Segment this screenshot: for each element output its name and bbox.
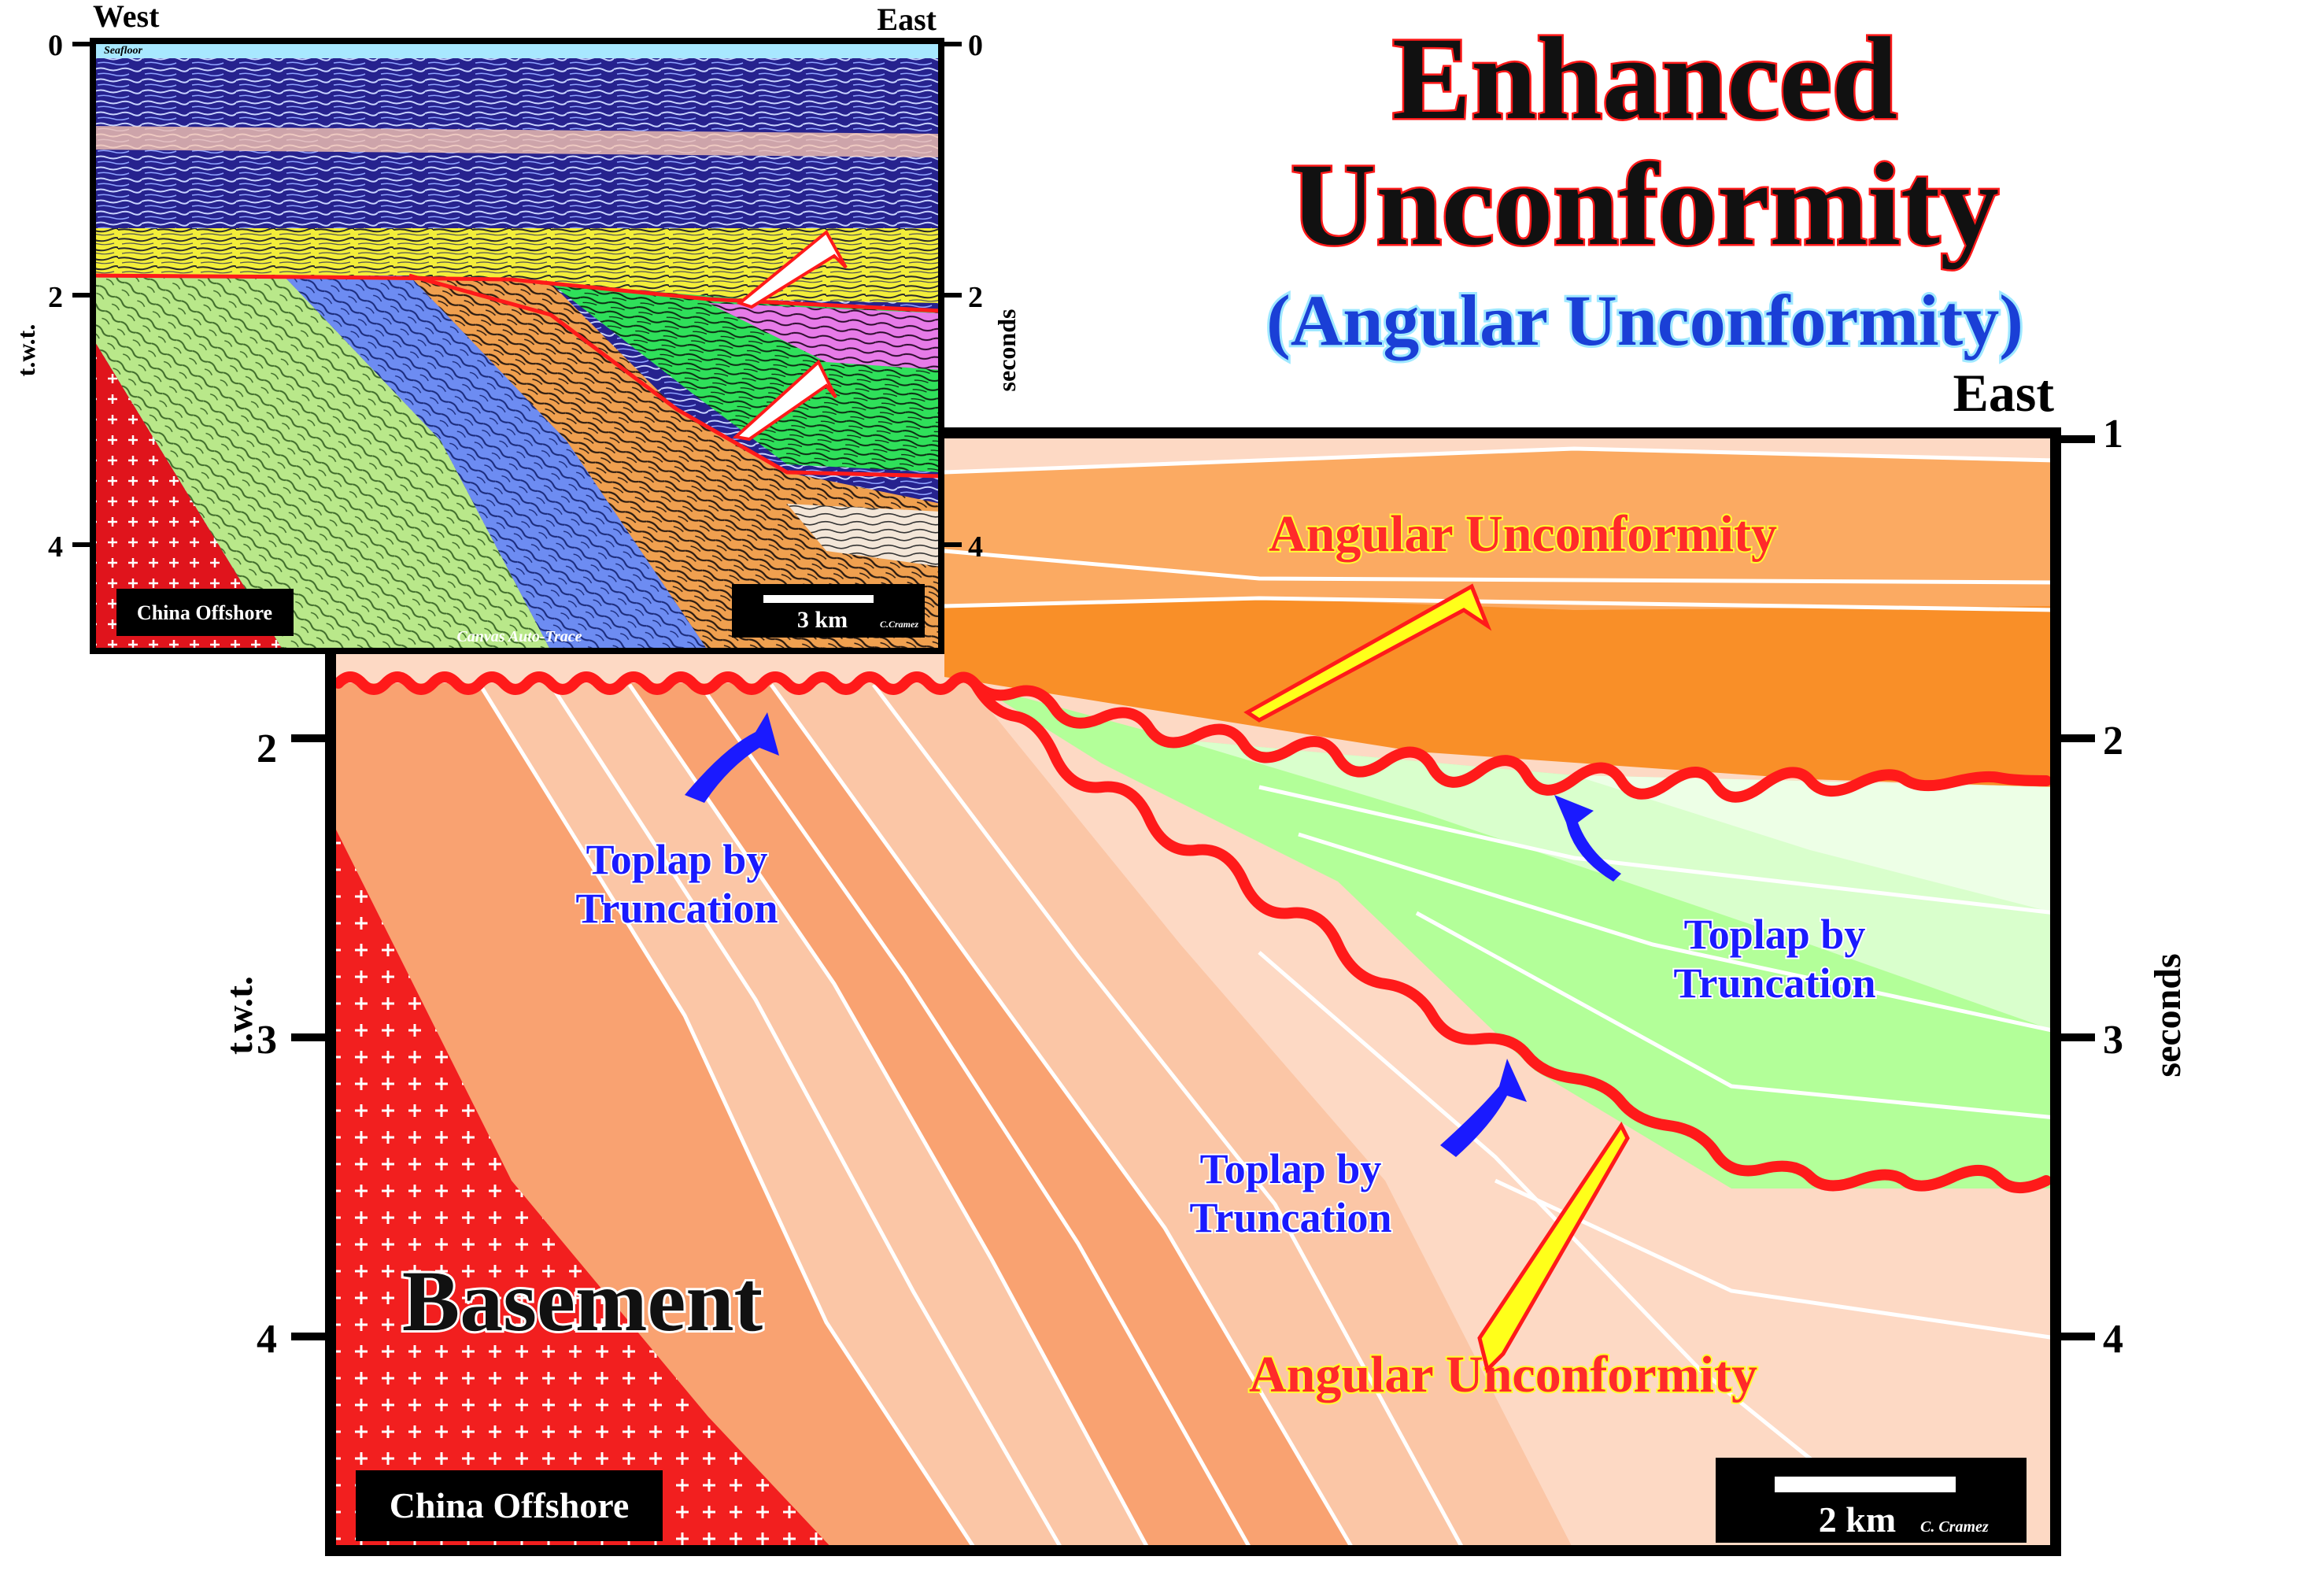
bed-line	[872, 683, 1466, 1552]
main-location-box	[356, 1470, 663, 1541]
yellow-arrow-lower	[1477, 1122, 1630, 1373]
main-left-tick-label: 2	[257, 726, 277, 771]
main-panel-border	[325, 427, 2061, 1556]
basement-block	[331, 819, 834, 1551]
inset-unconformity-upper	[92, 273, 942, 313]
inset-right-axis-label: seconds	[992, 309, 1021, 392]
main-left-axis-label: t.w.t.	[219, 976, 260, 1055]
inset-right-tick-label: 2	[968, 281, 983, 314]
inset-water-band	[93, 41, 941, 58]
inset-left-tick-label: 2	[48, 281, 63, 314]
bed-line	[769, 683, 1356, 1552]
main-section-panel: 2 3 4 t.w.t. 1 2 3 4 seconds East Angula…	[219, 363, 2189, 1556]
lower-band-peach	[480, 683, 1149, 1551]
inset-border	[90, 38, 944, 654]
main-left-ticks	[291, 734, 331, 1340]
inset-left-axis-label: t.w.t.	[12, 324, 40, 377]
basement-label: Basement	[402, 1253, 763, 1349]
inset-pink-band	[93, 126, 941, 157]
bed-line	[698, 683, 1254, 1552]
main-location-label: China Offshore	[390, 1485, 630, 1525]
main-right-tick-label: 4	[2103, 1317, 2123, 1362]
bed-line	[1258, 785, 2056, 915]
toplap-label-1-line2: Truncation	[575, 885, 778, 932]
bed-line	[549, 683, 1065, 1552]
unconformity-label-upper: Angular Unconformity	[1269, 505, 1777, 563]
unconformity-line-lower	[970, 679, 2052, 1193]
bed-line	[1298, 832, 2056, 1033]
upper-layer-orange-dark	[944, 598, 2056, 787]
bed-line	[1415, 911, 2056, 1120]
inset-scale-box	[732, 584, 925, 638]
inset-arrow-upper	[736, 229, 848, 309]
inset-pink-package	[708, 303, 941, 370]
inset-location-label: China Offshore	[137, 601, 272, 624]
unconformity-surfaces	[333, 671, 2052, 1193]
bed-line	[478, 683, 978, 1552]
yellow-arrow-upper	[1243, 583, 1492, 723]
inset-yellow-layer	[93, 228, 941, 303]
main-scale-box	[1716, 1458, 2027, 1543]
title-subtitle: (Angular Unconformity)	[1266, 280, 2023, 360]
main-right-tick-label: 1	[2103, 412, 2123, 457]
inset-seafloor-label: Seafloor	[104, 45, 143, 57]
bed-line	[944, 446, 2056, 475]
inset-scale-label: 3 km	[797, 607, 848, 633]
blue-arrow-toplap-3	[1440, 1059, 1527, 1157]
main-scale-bar	[1775, 1477, 1956, 1492]
toplap-label-1-line1: Toplap by	[586, 836, 768, 883]
blue-arrow-toplap-2	[1554, 795, 1621, 882]
toplap-label-2-line2: Truncation	[1673, 959, 1875, 1007]
main-left-tick-label: 3	[257, 1018, 277, 1063]
inset-ticks	[72, 42, 962, 547]
inset-seismic-panel: West East Seafloor 0 2 4 0 2 4 t.w.t. se…	[12, 0, 1021, 654]
inset-scale-bar	[763, 595, 874, 603]
inset-left-tick-label: 0	[48, 29, 63, 62]
inset-basement	[93, 338, 283, 651]
toplap-label-3-line1: Toplap by	[1200, 1145, 1382, 1192]
inset-software-label: Canvas Auto-Trace	[456, 628, 582, 645]
lower-band-peach-2	[771, 683, 1574, 1551]
main-right-tick-label: 2	[2103, 719, 2123, 763]
inset-blue-package	[283, 275, 708, 651]
inset-west-label: West	[93, 0, 160, 34]
lower-band-salmon	[331, 683, 976, 1551]
inset-location-box	[116, 589, 294, 636]
unconformity-line-upper	[970, 679, 2052, 803]
lower-band-salmon-2	[630, 683, 1354, 1551]
inset-east-label: East	[877, 2, 937, 37]
inset-pale-package	[787, 504, 941, 567]
title-line2: Unconformity	[1291, 139, 1999, 270]
toplap-label-3-line2: Truncation	[1189, 1194, 1391, 1241]
bed-line	[1258, 951, 1906, 1536]
bedding-lines	[478, 446, 2056, 1552]
title-line1: Enhanced	[1392, 13, 1897, 144]
inset-arrow-lower	[732, 359, 837, 442]
inset-credit: C.Cramez	[880, 619, 918, 630]
main-right-ticks	[2056, 435, 2095, 1340]
inset-unconformity-lower	[408, 273, 942, 479]
main-east-label: East	[1953, 363, 2055, 423]
unconformity-label-lower: Angular Unconformity	[1249, 1346, 1757, 1403]
bed-line	[627, 683, 1151, 1552]
inset-lightgreen-package	[93, 275, 551, 651]
main-credit: C. Cramez	[1920, 1518, 1989, 1536]
green-wedge-pale	[1574, 775, 2056, 913]
inset-right-tick-label: 0	[968, 29, 983, 62]
inset-right-tick-label: 4	[968, 531, 983, 564]
unconformity-line-top-west	[333, 671, 981, 695]
main-right-tick-label: 3	[2103, 1018, 2123, 1063]
inset-orange-package	[409, 275, 941, 651]
bed-line	[944, 596, 2056, 612]
upper-layer-top	[944, 433, 2056, 472]
toplap-label-2-line1: Toplap by	[1684, 911, 1866, 958]
main-left-tick-label: 4	[257, 1317, 277, 1362]
inset-left-tick-label: 4	[48, 531, 63, 564]
main-right-axis-label: seconds	[2147, 953, 2189, 1077]
bed-line	[944, 549, 2056, 585]
blue-arrow-toplap-1	[685, 712, 779, 803]
main-scale-label: 2 km	[1819, 1499, 1896, 1540]
